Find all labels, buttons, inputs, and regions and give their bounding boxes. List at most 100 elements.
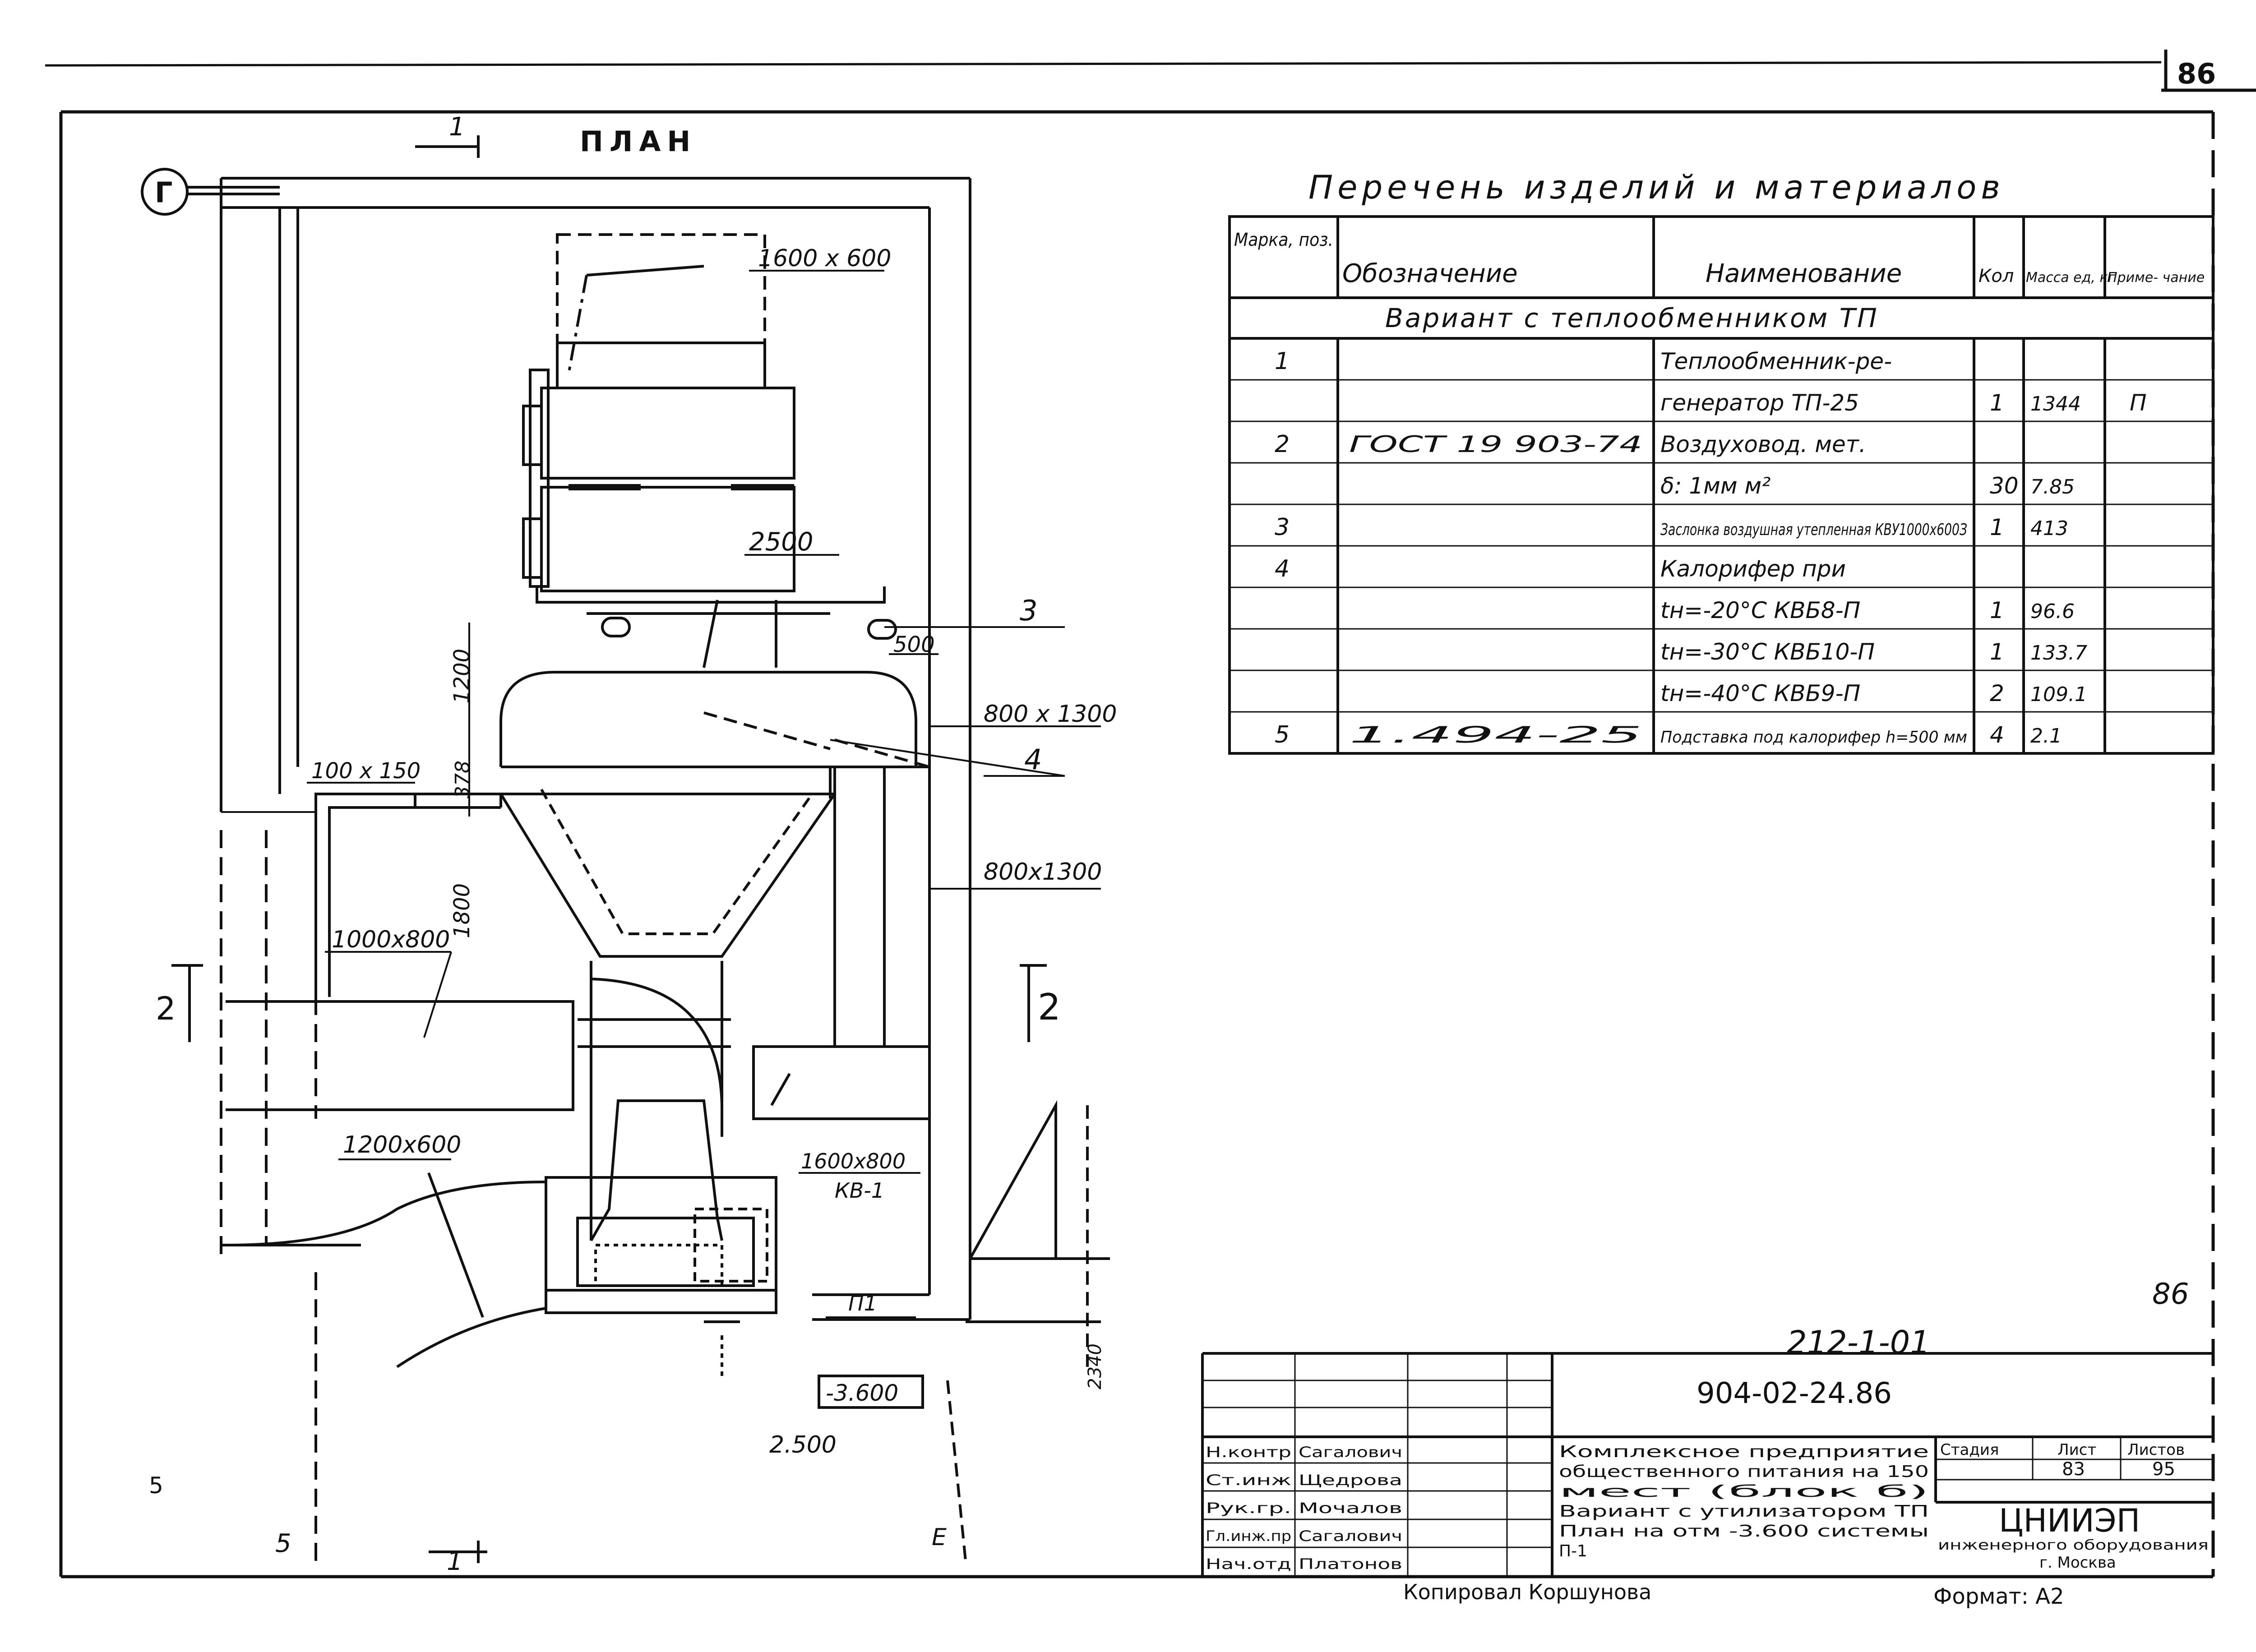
spec-row-qty: 2 <box>1990 680 2004 706</box>
spec-row-qty: 30 <box>1990 473 2019 499</box>
sheet-value: 83 <box>2062 1459 2085 1480</box>
spec-row-name: Теплообменник-ре- <box>1660 348 1892 374</box>
role-label: Гл.инж.пр <box>1206 1527 1291 1545</box>
sheet-header: Лист <box>2057 1441 2096 1459</box>
spec-row-name: Калорифер при <box>1660 556 1846 582</box>
spec-row-mark: 2 <box>1275 431 1290 458</box>
section-marks <box>171 135 1110 1563</box>
role-label: Н.контр <box>1206 1444 1291 1461</box>
spec-row-mass: 109.1 <box>2030 683 2087 706</box>
spec-row-name: Подставка под калорифер h=500 мм <box>1660 728 1967 747</box>
description-line: мест (блок б) <box>1559 1482 1929 1501</box>
page-number: 86 <box>2177 57 2216 90</box>
format-label: Формат: А2 <box>1933 1584 2064 1609</box>
label-1200: 1200 <box>449 649 475 704</box>
spec-row-name: tн=-30°С КВБ10-П <box>1660 639 1875 665</box>
spec-row-qty: 4 <box>1990 722 2004 748</box>
spec-row-name: Заслонка воздушная утепленная КВУ1000х60… <box>1660 521 1967 539</box>
title-block-description: Комплексное предприятие общественного пит… <box>1559 1443 1929 1560</box>
label-elevation: -3.600 <box>826 1380 898 1406</box>
label-2340: 2340 <box>1085 1343 1105 1389</box>
role-label: Рук.гр. <box>1206 1500 1291 1517</box>
org-name: ЦНИИЭП <box>1999 1502 2140 1539</box>
spec-row-note: П <box>2130 390 2147 416</box>
spec-row-name: δ: 1мм м² <box>1660 473 1771 499</box>
spec-row-name: tн=-40°С КВБ9-П <box>1660 680 1860 706</box>
spec-table-grid <box>1228 215 2214 755</box>
copied-by: Копировал Коршунова <box>1403 1580 1651 1604</box>
label-1000x800: 1000x800 <box>332 926 450 953</box>
plan-annotations: Г 1 2 2 1600 x 600 2500 3 500 800 x 1300… <box>149 112 1117 1576</box>
label-1200x600: 1200x600 <box>343 1131 461 1158</box>
axis-5-left: 5 <box>149 1472 163 1499</box>
spec-table-header: Марка, поз. Обозначение Наименование Кол… <box>1234 230 2205 288</box>
spec-row-mass: 413 <box>2030 517 2068 540</box>
elevation-box <box>818 1375 924 1409</box>
role-name: Мочалов <box>1299 1500 1402 1517</box>
inlet-duct-kv1 <box>225 1172 777 1368</box>
role-label: Нач.отд <box>1206 1555 1291 1573</box>
section-1-bottom: 1 <box>447 1547 463 1576</box>
axis-e: Е <box>932 1524 947 1551</box>
header-name: Наименование <box>1706 259 1902 288</box>
spec-row-mass: 133.7 <box>2030 641 2087 664</box>
description-line: Вариант с утилизатором ТП <box>1559 1502 1929 1521</box>
label-100x150: 100 x 150 <box>311 758 421 784</box>
spec-row-mass: 96.6 <box>2030 600 2075 623</box>
header-note: Приме- чание <box>2107 270 2205 286</box>
header-qty: Кол <box>1979 266 2014 286</box>
damper-kvu <box>587 600 897 668</box>
axis-g-bubble <box>141 168 189 216</box>
section-2-left: 2 <box>156 990 176 1027</box>
spec-row-name: генератор ТП-25 <box>1660 390 1859 416</box>
plan-drawing <box>141 135 1110 1563</box>
sheets-header: Листов <box>2127 1441 2185 1459</box>
header-mass: Масса ед, кг <box>2026 270 2115 286</box>
description-line: Комплексное предприятие <box>1559 1443 1929 1461</box>
label-1600x800: 1600x800 <box>801 1149 906 1173</box>
label-2500-top: 2500 <box>749 527 814 557</box>
duct-1000x800 <box>226 793 574 1119</box>
label-kv1: КВ-1 <box>835 1178 884 1203</box>
label-1600x600: 1600 x 600 <box>758 245 891 272</box>
spec-row-mass: 2.1 <box>2030 724 2062 748</box>
spec-row-mark: 1 <box>1275 348 1290 375</box>
description-line: План на отм -3.600 системы <box>1559 1522 1929 1541</box>
plan-title: ПЛАН <box>580 125 697 158</box>
label-800x1300-b: 800x1300 <box>984 858 1102 886</box>
spec-row-mark: 5 <box>1275 721 1290 748</box>
spec-row-designation: ГОСТ 19 903-74 <box>1349 431 1642 457</box>
leader-lines <box>307 270 1101 1318</box>
spec-row-name: Воздуховод. мет. <box>1660 431 1866 457</box>
axis-5: 5 <box>275 1529 291 1558</box>
section-1-top: 1 <box>449 112 465 142</box>
spec-row-name: tн=-20°С КВБ8-П <box>1660 597 1860 623</box>
duct-800x1300 <box>752 766 931 1120</box>
project-number: 904-02-24.86 <box>1697 1377 1892 1410</box>
description-line: общественного питания на 150 <box>1559 1463 1929 1481</box>
role-name: Сагалович <box>1299 1527 1402 1545</box>
stage-header: Стадия <box>1940 1441 1999 1459</box>
spec-row-designation: 1.494-25 <box>1349 722 1642 748</box>
description-line: П-1 <box>1559 1542 1587 1560</box>
header-designation: Обозначение <box>1342 259 1518 288</box>
spec-variant-row: Вариант с теплообменником ТП <box>1385 303 1879 333</box>
section-2-right: 2 <box>1038 986 1061 1028</box>
spec-row-qty: 1 <box>1990 639 2004 665</box>
spec-row-qty: 1 <box>1990 390 2004 416</box>
spec-row-qty: 1 <box>1990 514 2004 540</box>
heat-exchanger-tp25 <box>522 233 886 604</box>
sheets-value: 95 <box>2152 1459 2175 1480</box>
callout-3: 3 <box>1020 594 1037 627</box>
role-label: Ст.инж <box>1206 1472 1291 1489</box>
org-subtitle: инженерного оборудования <box>1938 1537 2209 1553</box>
label-p1: П1 <box>848 1291 877 1315</box>
spec-row-mark: 4 <box>1275 555 1290 582</box>
label-1800: 1800 <box>449 883 475 938</box>
role-name: Платонов <box>1299 1555 1402 1573</box>
title-block-grid <box>1201 1352 2213 1577</box>
label-800x1300-a: 800 x 1300 <box>984 701 1117 728</box>
